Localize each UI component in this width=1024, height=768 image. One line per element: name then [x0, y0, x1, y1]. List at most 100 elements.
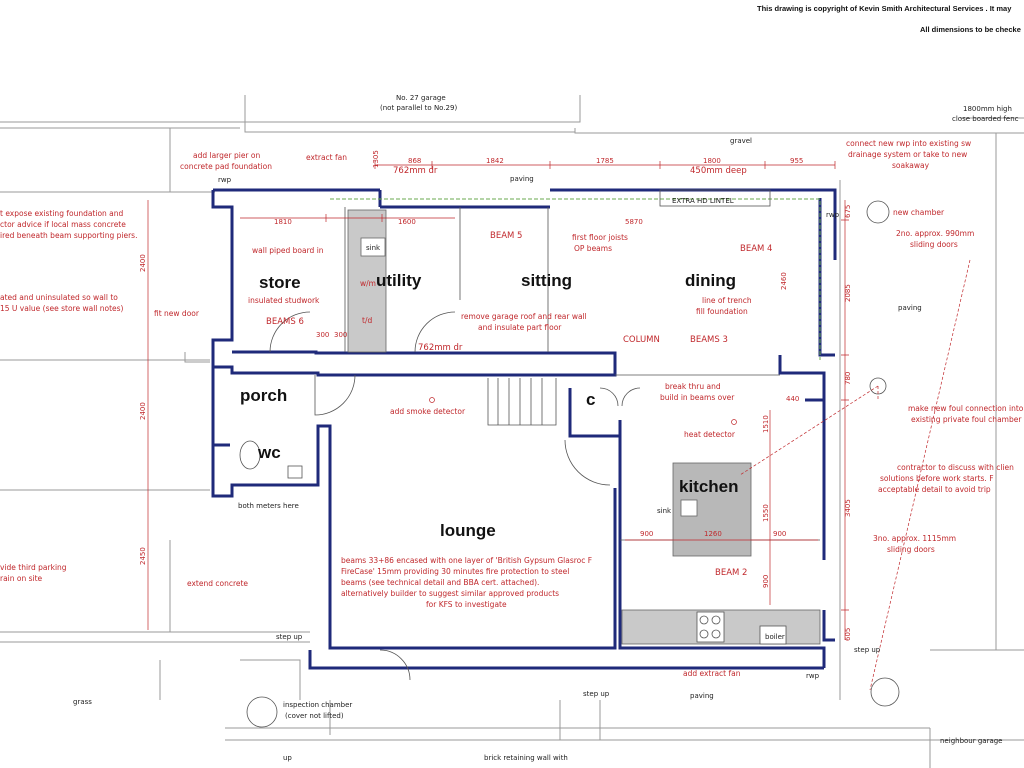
- room-label-cupboard: c: [586, 390, 595, 409]
- building-walls: [211, 188, 837, 670]
- dim-440: 440: [786, 395, 799, 403]
- dim-1260: 1260: [704, 530, 722, 538]
- site-lines: [0, 95, 1024, 768]
- room-label-kitchen: kitchen: [679, 477, 739, 496]
- note-expose-3: ired beneath beam supporting piers.: [0, 231, 137, 240]
- note-beams-fire-1: beams 33+86 encased with one layer of 'B…: [341, 556, 592, 565]
- note-contractor-3: acceptable detail to avoid trip: [878, 485, 991, 494]
- dim-2460: 2460: [780, 272, 788, 290]
- note-door-762-top: 762mm dr: [393, 166, 438, 176]
- note-td: t/d: [362, 316, 372, 325]
- note-insulated-stud: insulated studwork: [248, 296, 320, 305]
- dim-1600: 1600: [398, 218, 416, 226]
- note-add-extract-fan: add extract fan: [683, 669, 741, 678]
- note-sink-utility: sink: [366, 244, 381, 252]
- room-label-porch: porch: [240, 386, 287, 405]
- rwp-bottom: rwp: [806, 672, 820, 680]
- room-label-sitting: sitting: [521, 271, 572, 290]
- note-insulated-2: 15 U value (see store wall notes): [0, 304, 124, 313]
- inspection-chamber-symbol: [246, 696, 278, 728]
- step-up-right: step up: [854, 646, 881, 654]
- note-larger-pier-2: concrete pad foundation: [180, 162, 272, 171]
- note-column: COLUMN: [623, 335, 660, 345]
- note-expose-2: ctor advice if local mass concrete: [0, 220, 126, 229]
- note-sliding-1115: 3no. approx. 1115mm: [873, 534, 956, 543]
- note-sliding-990-2: sliding doors: [910, 240, 958, 249]
- note-connect-rwp-2: drainage system or take to new: [848, 150, 967, 159]
- meters-label: both meters here: [238, 502, 299, 510]
- note-door-762-mid: 762mm dr: [418, 343, 463, 353]
- note-beams-fire-4: alternatively builder to suggest similar…: [341, 589, 559, 598]
- dim-5870: 5870: [625, 218, 643, 226]
- paving-right-label: paving: [898, 304, 922, 312]
- garage-27-label: No. 27 garage: [396, 94, 446, 102]
- note-extract-fan: extract fan: [306, 153, 347, 162]
- fence-note: close boarded fenc: [952, 115, 1019, 123]
- dim-900-b: 900: [773, 530, 786, 538]
- wc-basin: [287, 465, 303, 479]
- note-sliding-1115-2: sliding doors: [887, 545, 935, 554]
- dim-780: 780: [844, 372, 852, 385]
- dim-955: 955: [790, 157, 803, 165]
- dim-2085: 2085: [844, 284, 852, 302]
- dim-900-c: 900: [762, 575, 770, 588]
- toilet: [239, 440, 261, 470]
- garage-27-note: (not parallel to No.29): [380, 104, 457, 112]
- kitchen-sink: [680, 499, 698, 517]
- note-expose: t expose existing foundation and: [0, 209, 124, 218]
- brick-wall-label: brick retaining wall with: [484, 754, 568, 762]
- neighbour-garage-label: neighbour garage: [940, 737, 1002, 745]
- paving-top-label: paving: [510, 175, 534, 183]
- note-beams3: BEAMS 3: [690, 335, 728, 345]
- note-larger-pier: add larger pier on: [193, 151, 260, 160]
- note-beam4: BEAM 4: [740, 244, 772, 254]
- dim-2400-a: 2400: [139, 254, 147, 272]
- note-boiler: boiler: [765, 633, 785, 641]
- note-connect-rwp: connect new rwp into existing sw: [846, 139, 971, 148]
- new-chamber-symbol: [866, 200, 890, 224]
- note-sliding-990: 2no. approx. 990mm: [896, 229, 974, 238]
- dimensions-note: All dimensions to be checke: [920, 25, 1021, 34]
- note-foul-connection: make new foul connection into: [908, 404, 1024, 413]
- dim-1810: 1810: [274, 218, 292, 226]
- note-foul-connection-2: existing private foul chamber: [911, 415, 1022, 424]
- note-beam5: BEAM 5: [490, 231, 522, 241]
- room-label-store: store: [259, 273, 301, 292]
- note-first-floor: first floor joists: [572, 233, 628, 242]
- boiler-box: [759, 625, 787, 645]
- note-new-chamber: new chamber: [893, 208, 945, 217]
- rwp-right: rwp: [826, 211, 840, 219]
- note-heat-detector: heat detector: [684, 430, 736, 439]
- note-beams6: BEAMS 6: [266, 317, 304, 327]
- step-up-mid: step up: [583, 690, 610, 698]
- room-label-utility: utility: [376, 271, 422, 290]
- hob: [696, 611, 725, 643]
- dim-3405: 3405: [844, 499, 852, 517]
- dim-675: 675: [844, 205, 852, 218]
- interior-lines: [239, 189, 900, 728]
- note-beams-fire-2: FireCase' 15mm providing 30 minutes fire…: [341, 567, 569, 576]
- utility-worktop: [347, 209, 387, 353]
- paving-bottom-label: paving: [690, 692, 714, 700]
- dim-2450: 2450: [139, 547, 147, 565]
- grass-label: grass: [73, 698, 92, 706]
- dim-1510: 1510: [762, 415, 770, 433]
- inspection-chamber-label: inspection chamber: [283, 701, 352, 709]
- dim-1550: 1550: [762, 504, 770, 522]
- room-label-lounge: lounge: [440, 521, 496, 540]
- room-label-wc: wc: [257, 443, 281, 462]
- note-third-parking-2: rain on site: [0, 574, 43, 583]
- dim-1842: 1842: [486, 157, 504, 165]
- note-contractor-2: solutions before work starts. F: [880, 474, 994, 483]
- dimension-lines: [147, 161, 971, 691]
- note-beams-fire-3: beams (see technical detail and BBA cert…: [341, 578, 539, 587]
- note-wall-piped: wall piped board in: [252, 246, 324, 255]
- room-label-dining: dining: [685, 271, 736, 290]
- note-wm: w/m: [360, 279, 376, 288]
- note-beam2: BEAM 2: [715, 568, 747, 578]
- note-first-floor-2: OP beams: [574, 244, 612, 253]
- note-extend-concrete: extend concrete: [187, 579, 248, 588]
- utility-sink: [360, 237, 386, 257]
- note-sink-kitchen: sink: [657, 507, 672, 515]
